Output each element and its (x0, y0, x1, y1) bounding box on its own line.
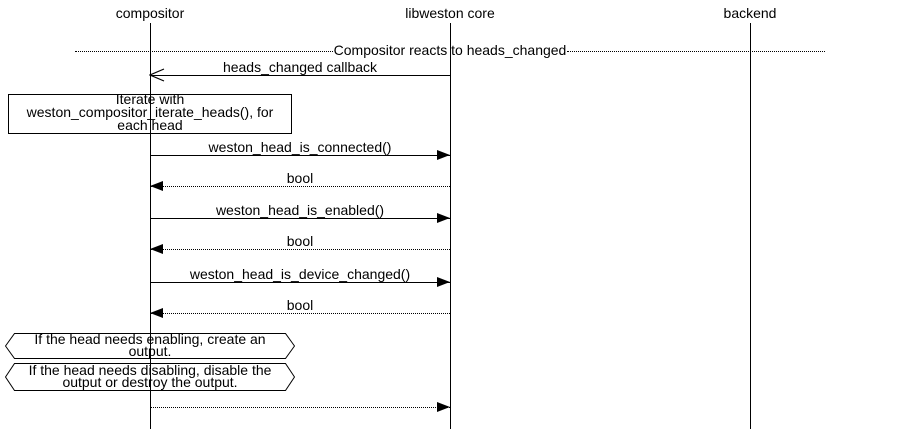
filled-arrowhead-right-icon (437, 213, 450, 223)
filled-arrowhead-right-icon (437, 402, 450, 412)
condition-box-disabling (5, 363, 295, 391)
message-line-heads-changed-callback (150, 75, 450, 76)
note-line-1: Iterate with (115, 91, 185, 107)
condition-text-disabling: If the head needs disabling, disable the… (5, 361, 295, 390)
condition-box-enabling (5, 333, 295, 359)
divider-line-left (75, 51, 333, 52)
message-label-weston-head-is-enabled: weston_head_is_enabled() (215, 202, 385, 218)
condition-enabling-line-2: output. (128, 343, 172, 359)
message-label-weston-head-is-device-changed: weston_head_is_device_changed() (189, 266, 411, 282)
message-line-bool-1 (150, 186, 450, 187)
participant-label-backend: backend (723, 5, 777, 21)
message-line-weston-head-is-device-changed (150, 282, 450, 283)
message-line-weston-head-is-enabled (150, 218, 450, 219)
message-label-bool-3: bool (286, 297, 314, 313)
message-label-heads-changed-callback: heads_changed callback (222, 59, 378, 75)
lifeline-libweston-core (450, 23, 451, 429)
lifeline-compositor (150, 23, 151, 429)
condition-text-enabling: If the head needs enabling, create an ou… (5, 330, 295, 359)
filled-arrowhead-left-icon (150, 308, 163, 318)
lifeline-backend (750, 23, 751, 429)
note-box (8, 94, 292, 134)
filled-arrowhead-left-icon (150, 244, 163, 254)
note-text: Iterate with weston_compositor_iterate_h… (8, 91, 292, 133)
filled-arrowhead-right-icon (437, 150, 450, 160)
message-label-weston-head-is-connected: weston_head_is_connected() (208, 139, 392, 155)
message-line-bool-3 (150, 313, 450, 314)
note-line-2: weston_compositor_iterate_heads(), for (26, 104, 274, 120)
participant-label-compositor: compositor (115, 5, 185, 21)
message-line-final (150, 407, 450, 408)
note-line-3: each head (117, 117, 183, 133)
filled-arrowhead-right-icon (437, 277, 450, 287)
condition-disabling-line-1: If the head needs disabling, disable the (28, 361, 272, 378)
condition-enabling-line-1: If the head needs enabling, create an (34, 330, 266, 347)
divider-line-right (567, 51, 825, 52)
message-line-weston-head-is-connected (150, 155, 450, 156)
filled-arrowhead-left-icon (150, 181, 163, 191)
participant-label-libweston-core: libweston core (405, 5, 495, 21)
condition-disabling-line-2: output or destroy the output. (62, 374, 238, 390)
message-label-bool-1: bool (286, 170, 314, 186)
message-line-bool-2 (150, 249, 450, 250)
divider-label: Compositor reacts to heads_changed (333, 42, 567, 58)
message-label-bool-2: bool (286, 233, 314, 249)
open-arrowhead-left-icon (149, 68, 165, 82)
